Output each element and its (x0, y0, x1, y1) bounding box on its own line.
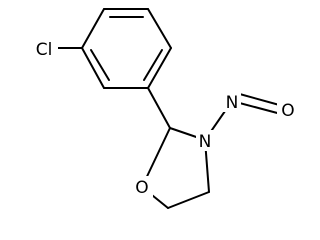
structure-diagram: Cl N N O O (29, 8, 299, 209)
atom-o-nitroso: O (277, 99, 299, 121)
bond-c4-c5 (167, 191, 210, 209)
double-bond-inner-left (90, 49, 110, 81)
bond-ring-oxazolidine (147, 87, 171, 129)
ring-nitrogen-label: N (199, 132, 212, 152)
nitroso-group (204, 92, 284, 141)
ring-oxygen-label: O (135, 178, 148, 198)
nitroso-nitrogen-label: N (226, 93, 239, 113)
nitroso-oxygen-label: O (281, 101, 294, 121)
bond-c5-c6 (81, 47, 105, 89)
chlorine-label: Cl (36, 40, 53, 60)
bond-c6-c1 (81, 8, 105, 49)
atom-n-nitroso: N (223, 91, 241, 113)
bond-c3-c4 (147, 47, 172, 89)
bond-n-o-double-b (235, 92, 284, 107)
atom-o-ring: O (131, 176, 153, 198)
bond-c2-c3 (147, 8, 172, 49)
benzene-ring (81, 8, 172, 89)
double-bond-inner-right (143, 49, 163, 81)
atom-n-ring: N (196, 130, 214, 152)
atom-cl: Cl (29, 37, 58, 60)
